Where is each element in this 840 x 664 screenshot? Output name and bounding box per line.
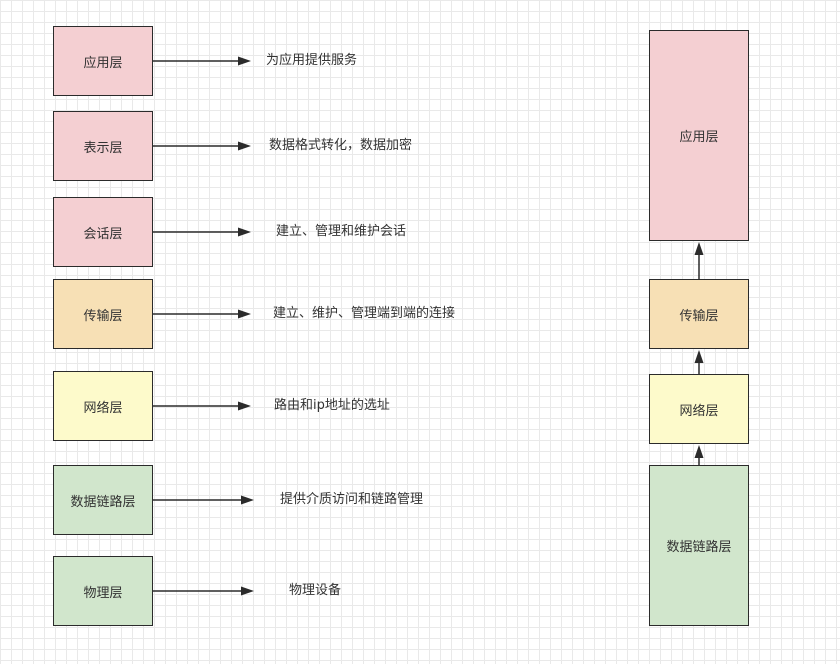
osi-application-layer: 应用层: [53, 26, 153, 96]
tcpip-transport-layer: 传输层: [649, 279, 749, 349]
layer-label: 网络层: [679, 403, 719, 419]
arrowhead: [238, 227, 251, 237]
layer-label: 数据链路层: [666, 540, 732, 555]
layer-label: 传输层: [679, 308, 719, 324]
osi-transport-desc: 建立、维护、管理端到端的连接: [273, 306, 456, 321]
arrowhead: [694, 242, 704, 255]
osi-presentation-layer: 表示层: [53, 111, 153, 181]
layer-label: 数据链路层: [70, 494, 136, 510]
arrowhead: [694, 445, 704, 458]
layer-label: 传输层: [83, 308, 123, 324]
layer-label: 网络层: [83, 400, 123, 416]
osi-presentation-desc: 数据格式转化，数据加密: [269, 138, 413, 153]
layer-label: 应用层: [83, 55, 123, 71]
arrowhead: [694, 350, 704, 363]
osi-network-layer: 网络层: [53, 371, 153, 441]
tcpip-application-layer: 应用层: [649, 30, 749, 241]
osi-physical-desc: 物理设备: [289, 583, 342, 598]
osi-session-desc: 建立、管理和维护会话: [276, 224, 407, 239]
osi-transport-layer: 传输层: [53, 279, 153, 349]
tcpip-network-layer: 网络层: [649, 374, 749, 444]
arrowhead: [238, 56, 251, 66]
arrowhead: [241, 586, 254, 596]
osi-network-desc: 路由和ip地址的选址: [274, 398, 390, 413]
osi-datalink-layer: 数据链路层: [53, 465, 153, 535]
osi-datalink-desc: 提供介质访问和链路管理: [280, 492, 424, 507]
layer-label: 表示层: [83, 140, 123, 156]
layer-label: 应用层: [679, 130, 719, 145]
layer-label: 会话层: [83, 226, 123, 242]
tcpip-datalink-layer: 数据链路层: [649, 465, 749, 626]
osi-physical-layer: 物理层: [53, 556, 153, 626]
osi-application-desc: 为应用提供服务: [266, 53, 358, 68]
arrowhead: [241, 495, 254, 505]
layer-label: 物理层: [83, 585, 123, 601]
arrowhead: [238, 141, 251, 151]
arrowhead: [238, 309, 251, 319]
arrowhead: [238, 401, 251, 411]
osi-session-layer: 会话层: [53, 197, 153, 267]
